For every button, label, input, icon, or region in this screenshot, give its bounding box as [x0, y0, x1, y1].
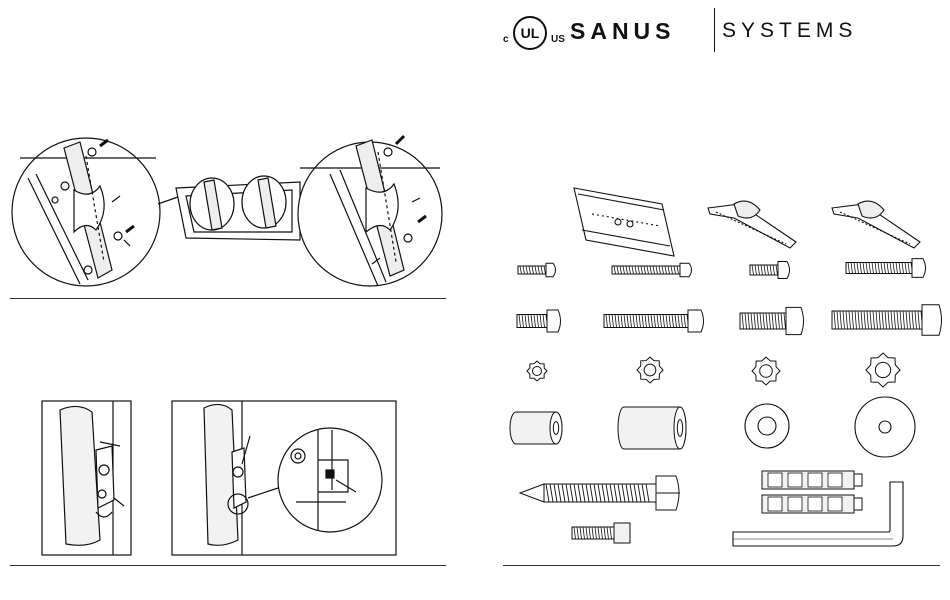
machine-screw-xlong-icon [846, 259, 926, 278]
lag-bolt-icon [520, 476, 680, 510]
pan-head-screw-small-icon [517, 310, 561, 332]
star-washer-small-icon [527, 361, 547, 381]
spacer-short-icon [510, 412, 562, 444]
socket-cap-screw-icon [572, 523, 630, 543]
machine-screw-small-icon [518, 263, 556, 277]
pan-head-screw-xlong-icon [832, 305, 942, 336]
spacer-long-icon [618, 407, 686, 449]
flat-washer-small-icon [745, 404, 789, 448]
flat-washer-large-icon [855, 397, 915, 457]
star-washer-large-icon [752, 357, 780, 385]
star-washer-xlarge-icon [866, 353, 900, 387]
pan-head-screw-long-icon [604, 310, 704, 332]
pan-head-screw-medium-icon [740, 307, 804, 334]
machine-screw-long-icon [612, 263, 692, 277]
drywall-anchor-icon [762, 495, 862, 513]
hex-key-icon [733, 482, 903, 546]
star-washer-medium-icon [637, 357, 663, 383]
machine-screw-medium-icon [750, 262, 790, 279]
drywall-anchor-icon [762, 471, 862, 489]
